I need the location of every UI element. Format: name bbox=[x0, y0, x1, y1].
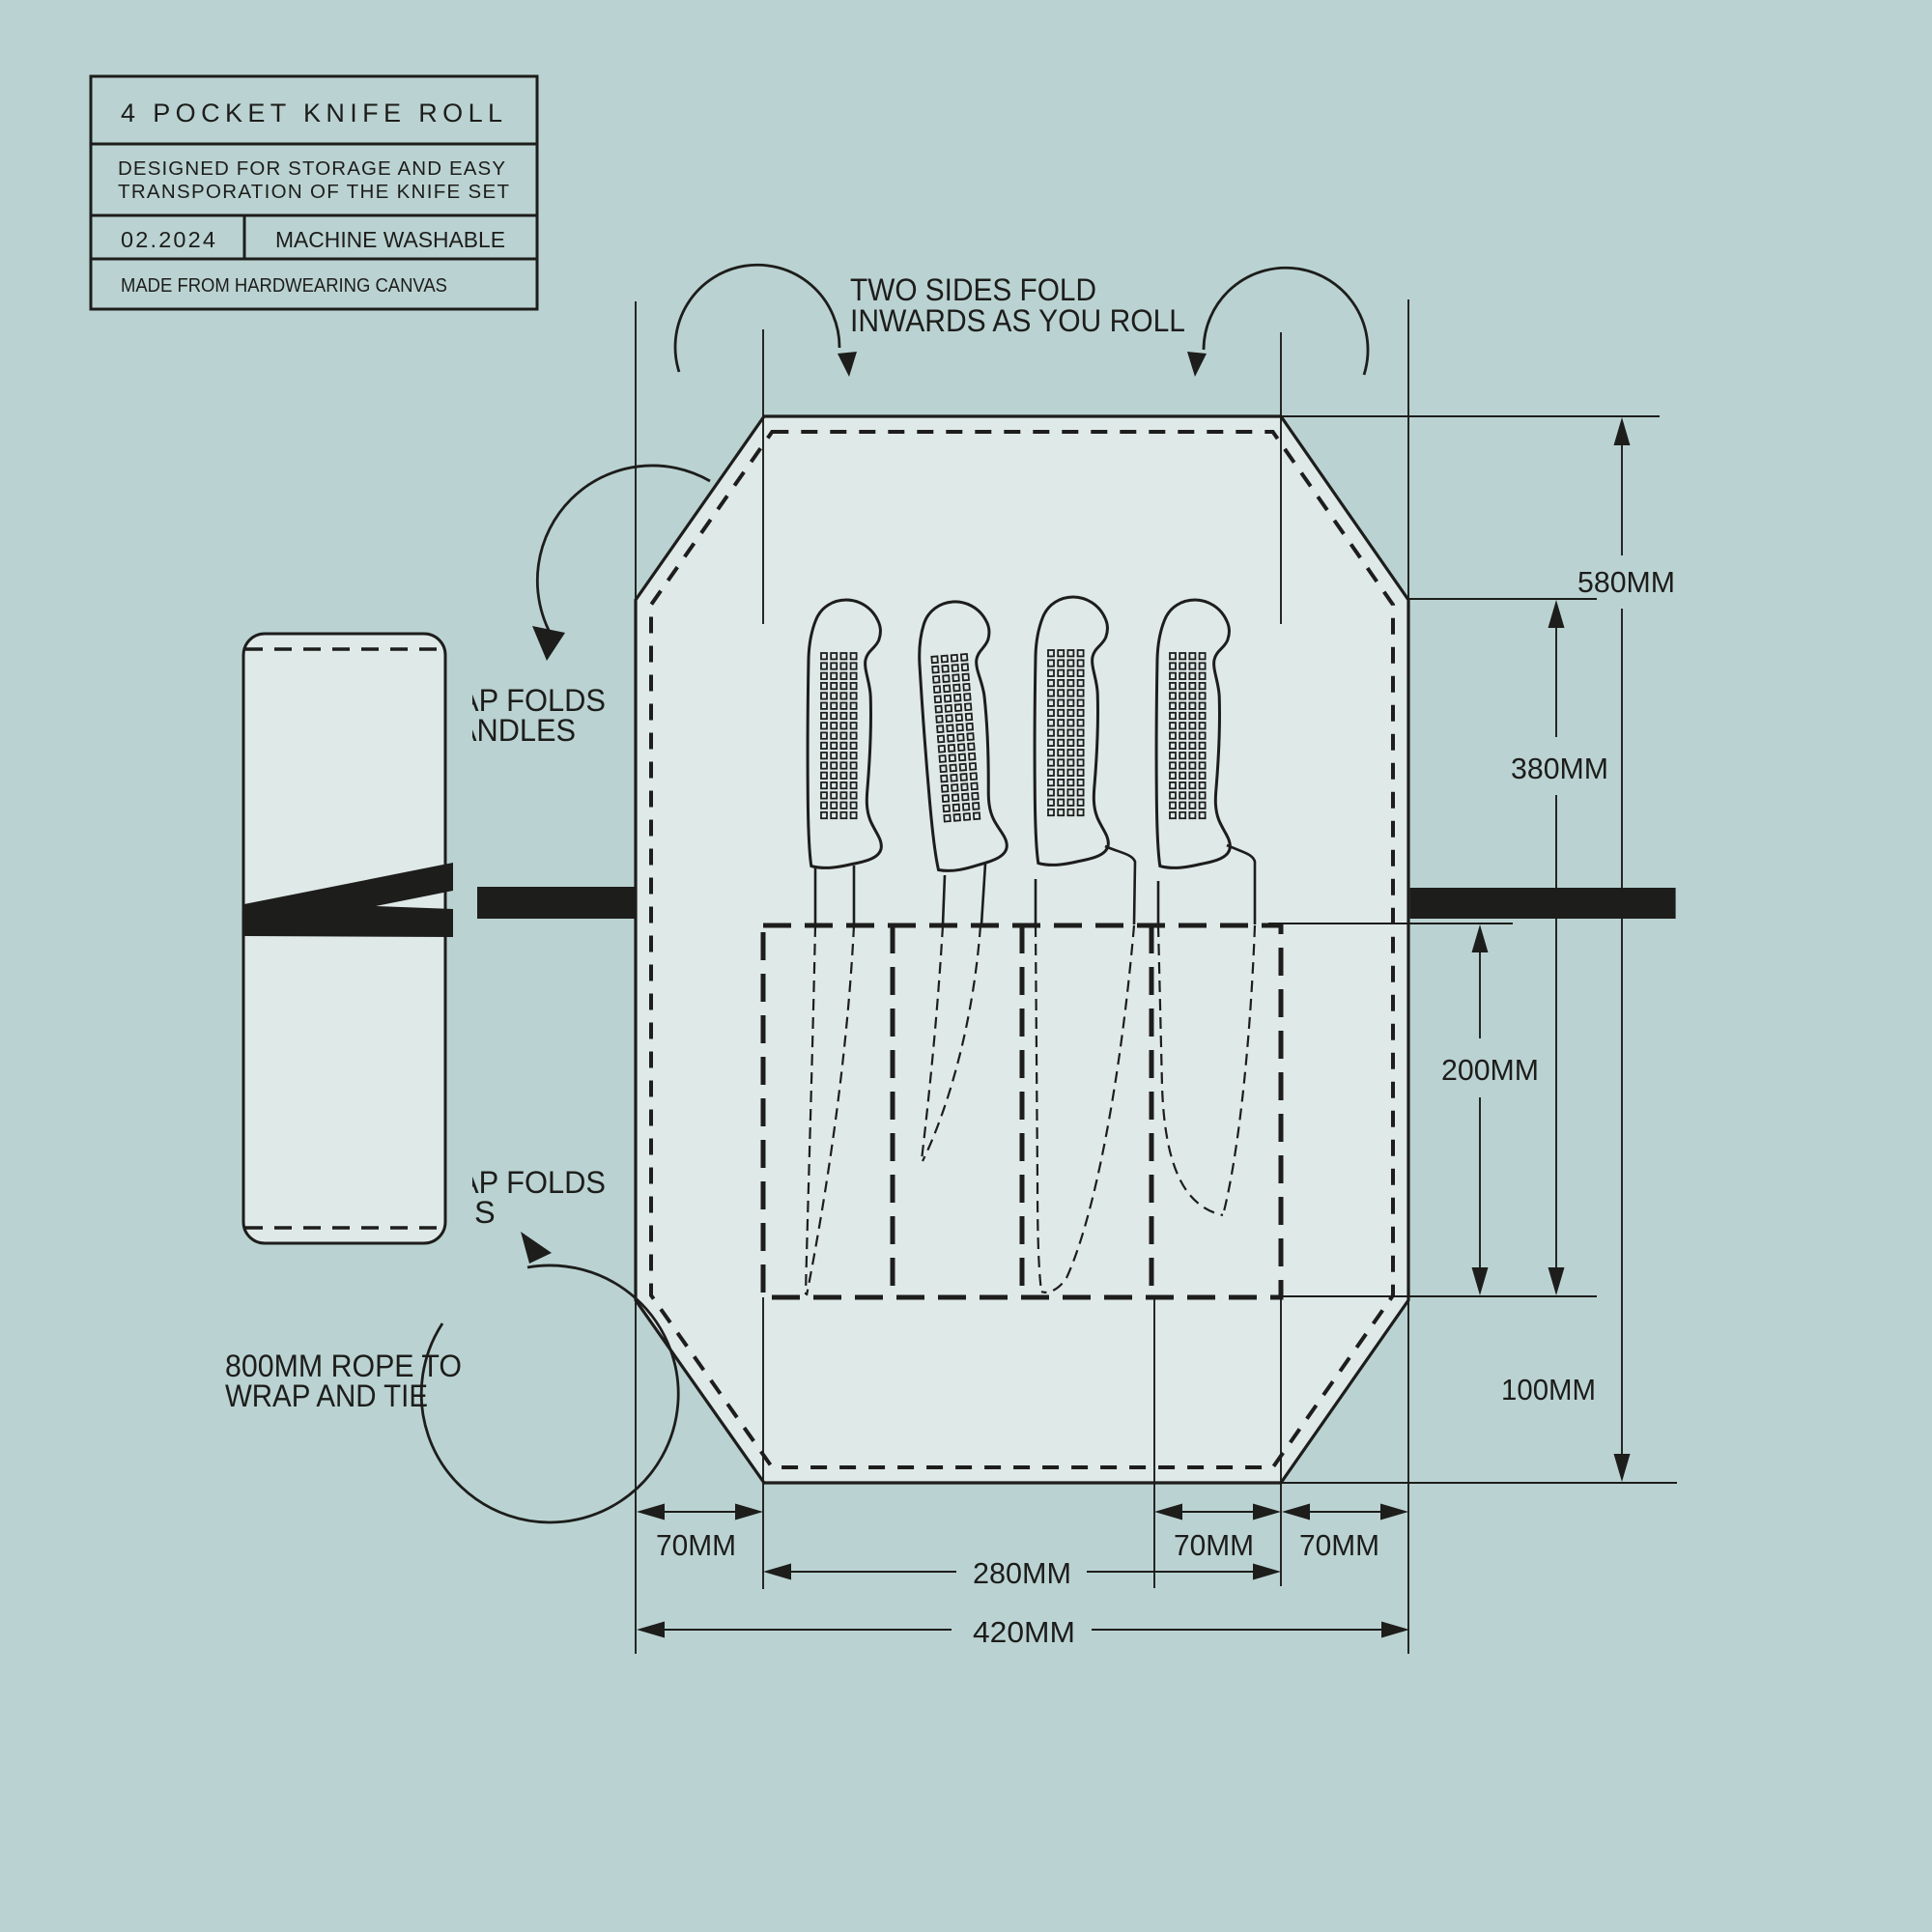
svg-text:380MM: 380MM bbox=[1511, 753, 1608, 785]
svg-text:200MM: 200MM bbox=[1441, 1054, 1539, 1087]
svg-text:800MM ROPE TO: 800MM ROPE TO bbox=[225, 1349, 462, 1383]
svg-text:DESIGNED FOR STORAGE AND EASY: DESIGNED FOR STORAGE AND EASY bbox=[118, 157, 505, 180]
svg-text:MACHINE WASHABLE: MACHINE WASHABLE bbox=[275, 227, 505, 252]
svg-text:580MM: 580MM bbox=[1577, 566, 1675, 599]
svg-text:280MM: 280MM bbox=[973, 1557, 1071, 1590]
svg-text:4 POCKET KNIFE ROLL: 4 POCKET KNIFE ROLL bbox=[121, 99, 502, 128]
svg-text:TWO SIDES FOLD: TWO SIDES FOLD bbox=[850, 272, 1096, 307]
svg-text:AP FOLDS: AP FOLDS bbox=[459, 1165, 606, 1200]
svg-text:420MM: 420MM bbox=[973, 1616, 1075, 1649]
svg-text:100MM: 100MM bbox=[1501, 1374, 1596, 1406]
svg-text:02.2024: 02.2024 bbox=[121, 227, 215, 252]
svg-text:70MM: 70MM bbox=[656, 1529, 736, 1562]
svg-text:AP FOLDS: AP FOLDS bbox=[459, 683, 606, 718]
svg-text:MADE FROM HARDWEARING CANVAS: MADE FROM HARDWEARING CANVAS bbox=[121, 274, 447, 297]
svg-text:70MM: 70MM bbox=[1299, 1529, 1379, 1562]
svg-text:INWARDS AS YOU ROLL: INWARDS AS YOU ROLL bbox=[850, 303, 1185, 338]
svg-text:TRANSPORATION OF THE KNIFE SET: TRANSPORATION OF THE KNIFE SET bbox=[118, 181, 509, 203]
svg-text:70MM: 70MM bbox=[1174, 1529, 1254, 1562]
svg-text:WRAP AND TIE: WRAP AND TIE bbox=[225, 1378, 428, 1413]
svg-text:S: S bbox=[474, 1195, 496, 1230]
svg-text:ANDLES: ANDLES bbox=[457, 713, 576, 748]
